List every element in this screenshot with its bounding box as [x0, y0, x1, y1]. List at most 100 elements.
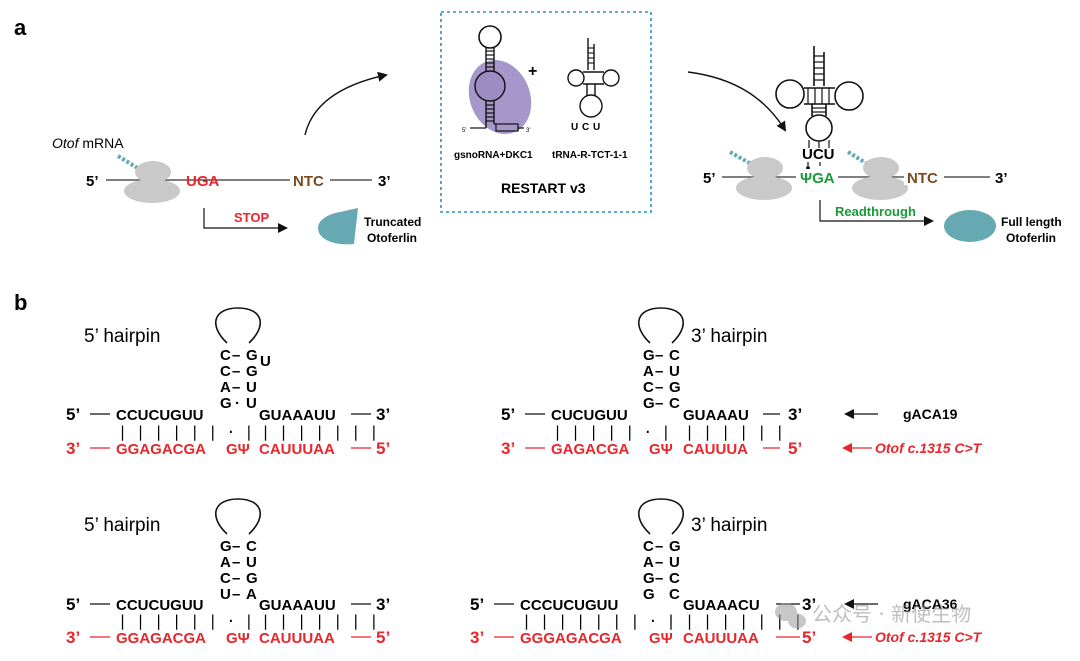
stem-right-4: C	[669, 586, 680, 603]
construct-4-title: 3’ hairpin	[691, 515, 767, 536]
trna-anticodon-c: C	[582, 122, 589, 133]
mrna-5-prime: 5’	[86, 173, 99, 190]
stem-bond-4: –	[655, 395, 663, 412]
trna-anticodon-u1: U	[571, 122, 578, 133]
ribosome-2	[852, 157, 908, 200]
readthrough-arrow	[819, 200, 934, 226]
stem-bond-1: –	[655, 347, 663, 364]
stem-left-1: C	[643, 538, 654, 555]
stem-bond-2: –	[655, 363, 663, 380]
pairs-left: | | | | | · |	[553, 423, 670, 441]
full-length-label-2: Otoferlin	[1006, 231, 1056, 245]
stem-bond-3: –	[655, 379, 663, 396]
top-5-prime: 5’	[66, 405, 80, 424]
stem-left-1: G	[220, 538, 232, 555]
watermark: 公众号 · 新使生物	[775, 602, 971, 629]
stem-left-4: G	[643, 395, 655, 412]
snorna-3-prime: 3'	[526, 128, 530, 134]
stem-bond-1: –	[232, 347, 240, 364]
stem-bond-2: –	[232, 363, 240, 380]
construct-2-title: 3’ hairpin	[691, 326, 767, 347]
mrna-3-prime: 3’	[378, 173, 391, 190]
construct-2: 3’ hairpin G – C A – U C – G G – C 5’ CU…	[501, 307, 983, 458]
bottom-psi: GΨ	[649, 441, 673, 458]
top-right-seq: GUAAAUU	[259, 597, 336, 614]
right-mrna-3-prime: 3’	[995, 170, 1008, 187]
stem-bond-1: –	[655, 538, 663, 555]
stem-right-2: G	[246, 363, 258, 380]
stem-right-1: C	[246, 538, 257, 555]
bottom-3-prime: 3’	[501, 439, 515, 458]
trna-anticodon-ucu: UCU	[802, 146, 835, 163]
bottom-5-prime: 5’	[376, 628, 390, 647]
bottom-left-seq: GGAGACGA	[116, 441, 206, 458]
stem-bond-1: –	[232, 538, 240, 555]
stem-bond-3: –	[232, 570, 240, 587]
bottom-3-prime: 3’	[66, 628, 80, 647]
stem-left-4: G	[220, 395, 232, 412]
stop-codon-uga: UGA	[186, 173, 220, 190]
pairs-right: | | | | | | |	[261, 423, 378, 441]
truncated-label-1: Truncated	[364, 215, 421, 229]
top-right-seq: GUAAAU	[683, 407, 749, 424]
right-ntc-label: NTC	[907, 170, 938, 187]
bottom-3-prime: 3’	[470, 628, 484, 647]
bottom-left-seq: GAGACGA	[551, 441, 630, 458]
pairs-left: | | | | | | | · |	[522, 612, 676, 630]
truncated-label-2: Otoferlin	[367, 231, 417, 245]
bottom-right-seq: CAUUUA	[683, 441, 748, 458]
stem-right-3: U	[246, 379, 257, 396]
stem-right-2: U	[246, 554, 257, 571]
trna-icon	[567, 38, 620, 118]
bottom-5-prime: 5’	[788, 439, 802, 458]
stem-right-1: C	[669, 347, 680, 364]
stem-left-2: A	[220, 554, 231, 571]
readthrough-label: Readthrough	[835, 204, 916, 219]
bottom-right-seq: CAUUUAA	[259, 630, 335, 647]
construct-1-title: 5’ hairpin	[84, 326, 160, 347]
bottom-right-seq: CAUUUAA	[259, 441, 335, 458]
top-3-prime: 3’	[802, 595, 816, 614]
top-left-seq: CCUCUGUU	[116, 597, 204, 614]
otof-mrna-label: Otof mRNA	[52, 135, 124, 151]
hairpin-loop	[215, 498, 261, 535]
stem-bond-3: –	[655, 570, 663, 587]
watermark-text: 公众号 · 新使生物	[812, 602, 971, 626]
stem-right-4: C	[669, 395, 680, 412]
stem-bond-4: ·	[235, 395, 240, 412]
stem-left-2: C	[220, 363, 231, 380]
ribosome	[124, 161, 180, 203]
top-3-prime: 3’	[788, 405, 802, 424]
target-name: Otof c.1315 C>T	[875, 440, 983, 456]
hairpin-loop	[215, 307, 261, 344]
construct-3-title: 5’ hairpin	[84, 515, 160, 536]
curved-arrow-out	[687, 71, 787, 132]
guide-name: gACA19	[903, 406, 958, 422]
stem-right-3: C	[669, 570, 680, 587]
top-5-prime: 5’	[470, 595, 484, 614]
bottom-left-seq: GGAGACGA	[116, 630, 206, 647]
hairpin-loop	[638, 498, 684, 535]
stem-bond-2: –	[232, 554, 240, 571]
stem-right-3: G	[669, 379, 681, 396]
stem-bond-2: –	[655, 554, 663, 571]
trna-large	[775, 46, 864, 148]
codon-pairing-ticks	[806, 162, 821, 170]
bottom-psi: GΨ	[226, 630, 250, 647]
panel-a-label: a	[14, 15, 27, 40]
bottom-psi: GΨ	[649, 630, 673, 647]
full-length-label-1: Full length	[1001, 215, 1062, 229]
top-5-prime: 5’	[66, 595, 80, 614]
guide-name: gACA36	[903, 596, 958, 612]
stem-left-3: C	[643, 379, 654, 396]
stem-right-1: G	[246, 347, 258, 364]
construct-3: 5’ hairpin G – C A – U C – G U – A 5’ CC…	[66, 498, 390, 647]
stem-left-3: A	[220, 379, 231, 396]
restart-v3-title: RESTART v3	[501, 180, 586, 196]
right-readthrough-scheme: UCU 5’ ΨGA NTC 3’ Readthrough Full lengt…	[703, 46, 1062, 245]
full-length-protein-shape	[944, 210, 996, 242]
construct-4: 3’ hairpin C – G A – U G – C G C 5’ CCCU…	[470, 498, 983, 647]
stem-right-2: U	[669, 554, 680, 571]
top-left-seq: CUCUGUU	[551, 407, 628, 424]
